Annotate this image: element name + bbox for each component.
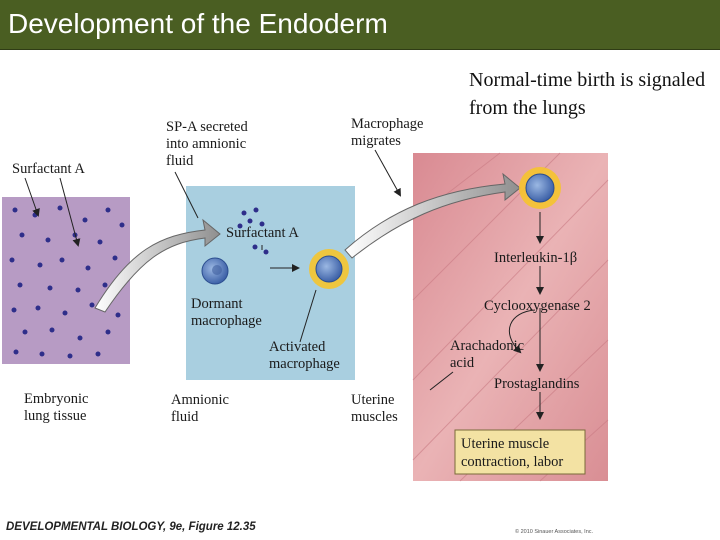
- figure-source: DEVELOPMENTAL BIOLOGY, 9e, Figure 12.35: [6, 521, 256, 533]
- label-dormant-1: Dormant: [191, 296, 243, 312]
- label-amnionic-1: Amnionic: [171, 392, 229, 408]
- label-surfactant-a-fluid: Surfactant A: [226, 225, 299, 241]
- label-sp-a-2: into amnionic: [166, 136, 246, 152]
- title-bar: Development of the Endoderm: [0, 0, 720, 50]
- label-dormant-2: macrophage: [191, 313, 262, 329]
- pathway-interleukin: Interleukin-1β: [494, 250, 577, 266]
- pathway-arachidonic-2: acid: [450, 355, 475, 371]
- activated-macrophage-icon: [309, 249, 349, 289]
- nucleus-icon: [212, 265, 222, 275]
- outcome-box: [454, 429, 586, 475]
- label-uterine-1: Uterine: [351, 392, 394, 408]
- pathway-arachidonic-1: Arachadonic: [450, 338, 524, 354]
- slide-caption: Normal-time birth is signaled from the l…: [469, 69, 706, 119]
- lung-tissue-panel: [2, 197, 130, 364]
- migrated-macrophage-icon: [519, 167, 561, 209]
- label-amnionic-2: fluid: [171, 409, 199, 425]
- secreted-surfactant-dots: [237, 207, 269, 255]
- lung-to-fluid-arrow: [94, 218, 221, 313]
- outcome-line-1: Uterine muscle: [461, 436, 549, 452]
- label-sp-a-1: SP-A secreted: [166, 119, 248, 135]
- leader-lines: [24, 149, 544, 420]
- label-uterine-2: muscles: [351, 409, 398, 425]
- label-macrophage-migrates-1: Macrophage: [351, 116, 423, 132]
- copyright-note: © 2010 Sinauer Associates, Inc.: [515, 529, 594, 535]
- label-surfactant-a: Surfactant A: [12, 161, 85, 177]
- label-embryonic-2: lung tissue: [24, 408, 86, 424]
- fluid-to-muscle-arrow: [344, 172, 521, 259]
- pathway-prostaglandins: Prostaglandins: [494, 376, 580, 392]
- slide-title: Development of the Endoderm: [8, 8, 388, 39]
- label-sp-a-3: fluid: [166, 153, 194, 169]
- label-activated-1: Activated: [269, 339, 326, 355]
- outcome-line-2: contraction, labor: [461, 454, 563, 470]
- label-activated-2: macrophage: [269, 356, 340, 372]
- label-macrophage-migrates-2: migrates: [351, 133, 401, 149]
- label-embryonic-1: Embryonic: [24, 391, 88, 407]
- pathway-cyclooxygenase: Cyclooxygenase 2: [484, 298, 591, 314]
- birth-signaling-diagram: Surfactant A SP-A secreted into amnionic…: [2, 116, 609, 482]
